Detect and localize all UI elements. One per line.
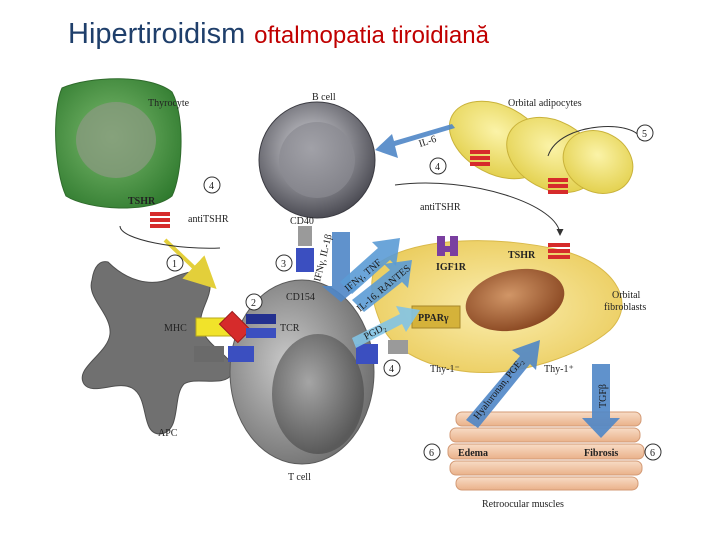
label-thy1-plus: Thy-1⁺ bbox=[544, 364, 574, 375]
label-antitshr-left: antiTSHR bbox=[188, 214, 229, 225]
label-mhc: MHC bbox=[164, 323, 187, 334]
label-tshr-right: TSHR bbox=[508, 250, 536, 261]
label-tcr: TCR bbox=[280, 323, 300, 334]
step-6a: 6 bbox=[429, 448, 434, 459]
b-cell bbox=[258, 101, 376, 219]
label-ppar-gamma: PPARγ bbox=[418, 313, 449, 324]
step-4c: 4 bbox=[389, 364, 394, 375]
step-6b: 6 bbox=[650, 448, 655, 459]
connectors bbox=[119, 126, 641, 290]
label-t-cell: T cell bbox=[288, 472, 311, 483]
label-retroocular-muscles: Retroocular muscles bbox=[482, 499, 564, 510]
arrow-il6: IL-6 bbox=[418, 134, 438, 150]
arrow-ifn-il1b: IFNγ, IL-1β bbox=[312, 233, 334, 283]
receptor-complex bbox=[194, 226, 408, 364]
step-5: 5 bbox=[642, 129, 647, 140]
title-main: Hipertiroidism bbox=[68, 18, 246, 50]
step-markers: 1 2 3 4 4 4 5 6 6 bbox=[166, 124, 662, 461]
step-2: 2 bbox=[251, 298, 256, 309]
orbital-fibroblast-cell bbox=[371, 240, 623, 374]
label-igf1r: IGF1R bbox=[436, 262, 467, 273]
t-cell bbox=[229, 279, 375, 465]
slide-title: Hipertiroidism oftalmopatia tiroidiană bbox=[68, 14, 489, 51]
label-tshr-left: TSHR bbox=[128, 196, 156, 207]
step-1: 1 bbox=[172, 259, 177, 270]
label-fibrosis: Fibrosis bbox=[584, 448, 618, 459]
step-4b: 4 bbox=[435, 162, 440, 173]
tshr-receptors bbox=[150, 150, 570, 259]
thyrocyte-cell bbox=[55, 78, 182, 209]
label-antitshr-mid: antiTSHR bbox=[420, 202, 461, 213]
label-orbital-adipocytes: Orbital adipocytes bbox=[508, 98, 582, 109]
label-thy1-minus: Thy-1⁻ bbox=[430, 364, 460, 375]
step-3: 3 bbox=[281, 259, 286, 270]
label-edema: Edema bbox=[458, 448, 488, 459]
blue-arrows bbox=[322, 124, 620, 438]
arrow-tgfb: TGFβ bbox=[598, 384, 609, 408]
label-orbital-fibroblasts-2: fibroblasts bbox=[604, 302, 646, 313]
arrow-pgd2: PGD₂ bbox=[362, 322, 388, 343]
label-apc: APC bbox=[158, 428, 178, 439]
label-cd154: CD154 bbox=[286, 292, 315, 303]
label-thyrocyte: Thyrocyte bbox=[148, 98, 190, 109]
retroocular-muscles bbox=[447, 411, 645, 491]
igf1r-receptor bbox=[437, 236, 458, 256]
label-orbital-fibroblasts-1: Orbital bbox=[612, 290, 641, 301]
label-cd40: CD40 bbox=[290, 216, 314, 227]
title-subtitle: oftalmopatia tiroidiană bbox=[254, 22, 489, 49]
label-b-cell: B cell bbox=[312, 92, 336, 103]
step-4a: 4 bbox=[209, 181, 214, 192]
